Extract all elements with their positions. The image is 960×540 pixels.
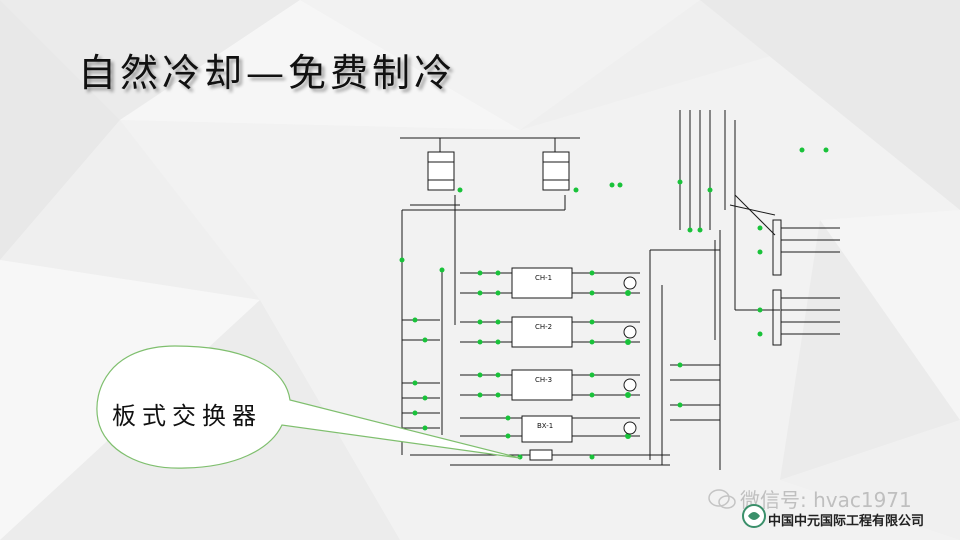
chiller-unit: CH-3 — [511, 369, 573, 401]
unit-label: BX-1 — [537, 422, 553, 430]
unit-label: CH-3 — [535, 376, 552, 384]
plate-heat-exchanger: BX-1 — [521, 415, 573, 443]
chiller-unit: CH-1 — [511, 267, 573, 299]
slide-title: 自然冷却—免费制冷 — [78, 51, 457, 95]
company-logo-icon — [742, 504, 766, 528]
wechat-icon — [708, 489, 736, 509]
unit-label: CH-1 — [535, 274, 552, 282]
chiller-unit: CH-2 — [511, 316, 573, 348]
watermark-text: 微信号: hvac1971 — [740, 488, 912, 512]
cooling-tower-icon — [542, 151, 570, 191]
exchanger-symbol — [529, 449, 553, 461]
cooling-tower-icon — [427, 151, 455, 191]
callout-label: 板式交换器 — [112, 402, 262, 430]
valve-icon — [399, 147, 829, 460]
system-schematic: CH-1 CH-2 CH-3 BX-1 — [399, 110, 840, 470]
pump-icon — [623, 276, 637, 435]
company-name: 中国中元国际工程有限公司 — [768, 514, 925, 529]
unit-label: CH-2 — [535, 323, 552, 331]
